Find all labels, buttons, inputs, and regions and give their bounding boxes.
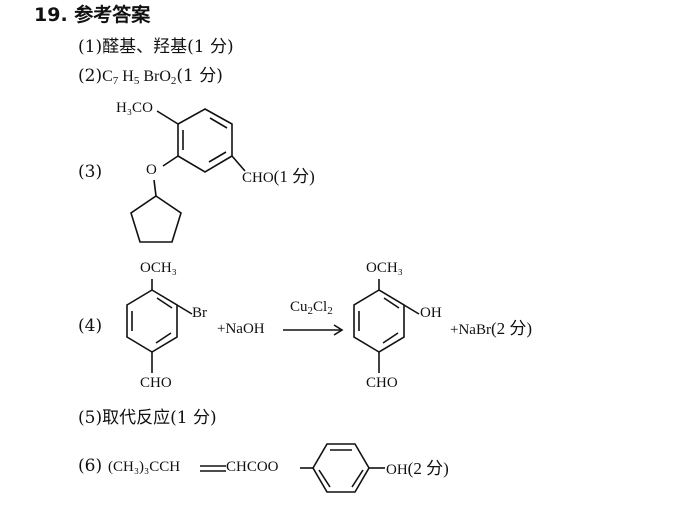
answer-6-ring-double-bond-3 — [318, 469, 331, 488]
answer-3-double-bond-2 — [208, 151, 227, 163]
answer-6-middle-group: CHCOO — [226, 459, 279, 475]
answer-4-product-double-bond-1 — [383, 297, 400, 309]
answer-3-structure — [130, 108, 246, 243]
answer-3-methoxy-label: H₃CO — [116, 100, 153, 116]
answer-5-text: 取代反应(1 分) — [102, 408, 217, 428]
answer-3-methoxy-bond — [156, 110, 179, 125]
answer-5-number: (5) — [78, 408, 103, 428]
answer-4-reactant-ring — [126, 289, 178, 353]
answer-4-product-oh: OH — [420, 305, 442, 321]
answer-1: (1)醛基、羟基(1 分) — [78, 39, 234, 56]
answer-4-product-ring — [353, 289, 405, 353]
answer-4-reactant-structure — [126, 279, 193, 373]
answer-3-score: (1 分) — [273, 167, 315, 186]
answer-3-ether-bond — [162, 155, 179, 167]
answer-3-aldehyde: CHO(1 分) — [242, 167, 315, 186]
answer-3-double-bond-1 — [209, 117, 228, 129]
answer-4-product-structure — [353, 279, 420, 373]
answer-4-reactant-double-bond-2 — [155, 332, 172, 344]
answer-6-structure — [200, 443, 385, 493]
answer-6-hydroxyl: OH(2 分) — [386, 459, 449, 478]
answer-4-byproduct: +NaBr(2 分) — [450, 319, 533, 338]
answer-3-cyclopentane-ring — [130, 195, 182, 243]
answer-4-reagent: +NaOH — [217, 321, 265, 337]
answer-2-score: (1 分) — [176, 66, 223, 86]
answer-3-cho-bond — [231, 155, 246, 172]
answer-6-number: (6) — [78, 456, 103, 476]
answer-3-benzene-ring — [177, 108, 233, 173]
answer-5: (5)取代反应(1 分) — [78, 410, 217, 427]
answer-4-reactant-br-bond — [176, 304, 193, 315]
answer-4-reactant-cho: CHO — [140, 375, 172, 391]
answer-4-reactant-br: Br — [192, 305, 207, 321]
answer-3-o-ring-bond — [153, 179, 157, 197]
answer-4-product-methoxy: OCH₃ — [366, 260, 403, 276]
answer-2-formula: C7 H5 BrO2 — [102, 68, 177, 87]
answer-1-text: 醛基、羟基(1 分) — [102, 37, 234, 57]
answer-2: (2)C7 H5 BrO2(1 分) — [78, 66, 223, 87]
answer-6-left-group: (CH₃)₃CCH — [108, 459, 181, 475]
answer-6-benzene-ring — [312, 443, 370, 493]
answer-6-score: (2 分) — [407, 459, 449, 478]
answer-3-ether-o-label: O — [146, 162, 157, 178]
answer-2-number: (2) — [78, 66, 103, 86]
answer-4-number: (4) — [78, 316, 103, 336]
answer-3-number: (3) — [78, 162, 103, 182]
answer-4-reactant-double-bond-1 — [156, 297, 173, 309]
answer-4-reactant-methoxy: OCH₃ — [140, 260, 177, 276]
answer-4-product-oh-bond — [403, 304, 420, 315]
answer-4-product-cho: CHO — [366, 375, 398, 391]
answer-1-number: (1) — [78, 37, 103, 57]
answer-6-ring-double-bond-2 — [351, 469, 364, 488]
answer-4-product-double-bond-2 — [382, 332, 399, 344]
answer-4-reaction-arrow — [283, 324, 344, 336]
answer-heading: 19. 参考答案 — [34, 4, 151, 26]
answer-4-catalyst: Cu2Cl2 — [290, 299, 333, 317]
answer-4-score: (2 分) — [490, 319, 533, 338]
